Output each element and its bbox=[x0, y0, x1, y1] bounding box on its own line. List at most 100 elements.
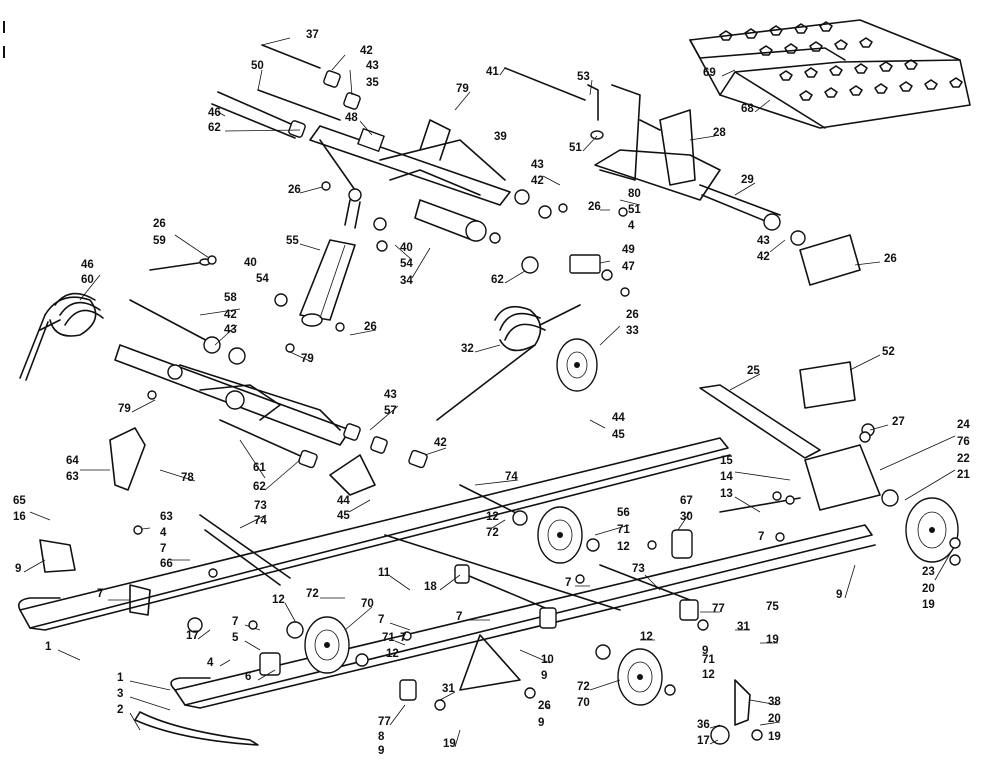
part-label-51: 51 bbox=[628, 204, 641, 216]
rear-axle-brackets bbox=[719, 361, 881, 513]
part-label-40: 40 bbox=[244, 257, 257, 269]
part-label-26: 26 bbox=[588, 201, 601, 213]
part-label-8: 8 bbox=[378, 731, 385, 743]
part-label-32: 32 bbox=[461, 343, 474, 355]
part-label-9: 9 bbox=[378, 745, 384, 757]
part-label-49: 49 bbox=[622, 244, 635, 256]
part-label-69: 69 bbox=[703, 67, 716, 79]
part-label-13: 13 bbox=[720, 488, 733, 500]
part-label-15: 15 bbox=[720, 455, 733, 467]
wheel-right bbox=[617, 648, 663, 706]
part-label-16: 16 bbox=[13, 511, 26, 523]
left-torsion-spring bbox=[19, 258, 211, 381]
part-label-7: 7 bbox=[565, 577, 571, 589]
part-label-29: 29 bbox=[741, 174, 754, 186]
hardware bbox=[133, 181, 961, 741]
part-label-18: 18 bbox=[424, 581, 437, 593]
part-label-43: 43 bbox=[366, 60, 379, 72]
part-label-26: 26 bbox=[364, 321, 377, 333]
track-section-drawing bbox=[689, 19, 971, 129]
part-label-17: 17 bbox=[697, 735, 710, 747]
part-label-48: 48 bbox=[345, 112, 358, 124]
part-label-12: 12 bbox=[486, 511, 499, 523]
part-label-21: 21 bbox=[957, 469, 970, 481]
part-label-19: 19 bbox=[766, 634, 779, 646]
part-label-4: 4 bbox=[160, 527, 167, 539]
part-label-60: 60 bbox=[81, 274, 94, 286]
wheel-left bbox=[304, 616, 350, 674]
part-label-4: 4 bbox=[628, 220, 635, 232]
part-label-11: 11 bbox=[378, 567, 391, 579]
wheel-center-upper bbox=[537, 506, 583, 564]
part-label-46: 46 bbox=[208, 107, 221, 119]
part-label-79: 79 bbox=[456, 83, 469, 95]
part-label-10: 10 bbox=[541, 654, 554, 666]
part-label-73: 73 bbox=[254, 500, 267, 512]
part-label-31: 31 bbox=[737, 621, 750, 633]
part-label-43: 43 bbox=[224, 324, 237, 336]
part-label-35: 35 bbox=[366, 77, 379, 89]
part-label-62: 62 bbox=[208, 122, 221, 134]
track-cleat bbox=[859, 37, 873, 48]
part-label-72: 72 bbox=[486, 527, 499, 539]
part-label-54: 54 bbox=[400, 258, 413, 270]
part-label-9: 9 bbox=[538, 717, 544, 729]
part-label-61: 61 bbox=[253, 462, 266, 474]
part-label-79: 79 bbox=[301, 353, 314, 365]
part-label-26: 26 bbox=[538, 700, 551, 712]
part-label-12: 12 bbox=[702, 669, 715, 681]
rear-pivot-arm bbox=[504, 67, 861, 286]
part-label-12: 12 bbox=[386, 648, 399, 660]
part-label-42: 42 bbox=[531, 175, 544, 187]
track-cleat bbox=[874, 83, 888, 94]
track-cleat bbox=[769, 25, 783, 36]
part-label-77: 77 bbox=[378, 716, 391, 728]
part-label-23: 23 bbox=[922, 566, 935, 578]
part-label-39: 39 bbox=[494, 131, 507, 143]
upper-arm-assembly bbox=[211, 44, 511, 242]
part-label-26: 26 bbox=[884, 253, 897, 265]
track-cleat bbox=[829, 65, 843, 76]
part-label-59: 59 bbox=[153, 235, 166, 247]
part-label-31: 31 bbox=[442, 683, 455, 695]
part-label-58: 58 bbox=[224, 292, 237, 304]
part-label-19: 19 bbox=[768, 731, 781, 743]
part-label-17: 17 bbox=[186, 630, 199, 642]
part-label-3: 3 bbox=[117, 688, 123, 700]
part-label-63: 63 bbox=[66, 471, 79, 483]
part-label-42: 42 bbox=[224, 309, 237, 321]
part-label-40: 40 bbox=[400, 242, 413, 254]
part-label-27: 27 bbox=[892, 416, 905, 428]
leader-lines bbox=[23, 37, 956, 748]
part-label-26: 26 bbox=[626, 309, 639, 321]
part-label-42: 42 bbox=[757, 251, 770, 263]
part-label-44: 44 bbox=[337, 495, 350, 507]
part-label-66: 66 bbox=[160, 558, 173, 570]
part-label-72: 72 bbox=[577, 681, 590, 693]
part-label-12: 12 bbox=[272, 594, 285, 606]
wheel-rear bbox=[905, 497, 959, 563]
part-label-12: 12 bbox=[617, 541, 630, 553]
part-label-19: 19 bbox=[443, 738, 456, 750]
part-label-20: 20 bbox=[768, 713, 781, 725]
track-cleat bbox=[849, 85, 863, 96]
part-label-2: 2 bbox=[117, 704, 123, 716]
part-label-45: 45 bbox=[337, 510, 350, 522]
part-label-43: 43 bbox=[757, 235, 770, 247]
part-label-75: 75 bbox=[766, 601, 779, 613]
shock-absorber bbox=[299, 188, 362, 327]
part-label-73: 73 bbox=[632, 563, 645, 575]
part-label-25: 25 bbox=[747, 365, 760, 377]
track-cleat bbox=[854, 63, 868, 74]
part-label-78: 78 bbox=[181, 472, 194, 484]
track-cleat bbox=[949, 77, 963, 88]
part-label-71: 71 bbox=[617, 524, 630, 536]
part-label-57: 57 bbox=[384, 405, 397, 417]
part-label-26: 26 bbox=[288, 184, 301, 196]
part-label-63: 63 bbox=[160, 511, 173, 523]
part-label-43: 43 bbox=[531, 159, 544, 171]
part-label-64: 64 bbox=[66, 455, 79, 467]
part-label-37: 37 bbox=[306, 29, 319, 41]
part-label-65: 65 bbox=[13, 495, 26, 507]
